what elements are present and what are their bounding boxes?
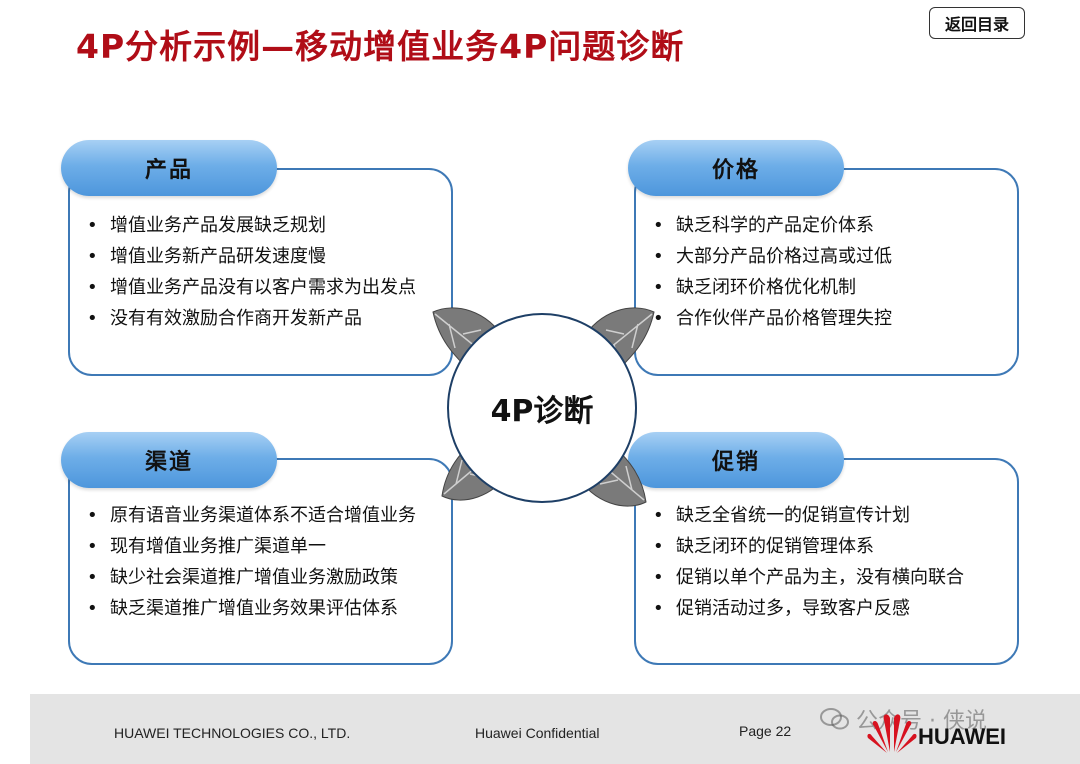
footer-company: HUAWEI TECHNOLOGIES CO., LTD.: [114, 725, 351, 741]
promotion-heading: 促销: [628, 432, 844, 488]
channel-box: 原有语音业务渠道体系不适合增值业务 现有增值业务推广渠道单一 缺少社会渠道推广增…: [68, 458, 453, 665]
price-heading: 价格: [628, 140, 844, 196]
footer-confidential: Huawei Confidential: [475, 725, 600, 741]
page-title: 4P分析示例—移动增值业务4P问题诊断: [76, 27, 685, 66]
list-item: 增值业务产品没有以客户需求为出发点: [70, 272, 451, 303]
wechat-icon: [820, 708, 849, 730]
huawei-logo-text: HUAWEI: [918, 724, 1006, 749]
list-item: 缺乏渠道推广增值业务效果评估体系: [70, 593, 451, 624]
page-number: Page 22: [739, 723, 792, 739]
list-item: 大部分产品价格过高或过低: [636, 241, 1017, 272]
product-box: 增值业务产品发展缺乏规划 增值业务新产品研发速度慢 增值业务产品没有以客户需求为…: [68, 168, 453, 376]
list-item: 缺乏闭环的促销管理体系: [636, 531, 1017, 562]
product-list: 增值业务产品发展缺乏规划 增值业务新产品研发速度慢 增值业务产品没有以客户需求为…: [70, 210, 451, 334]
list-item: 原有语音业务渠道体系不适合增值业务: [70, 500, 451, 531]
price-list: 缺乏科学的产品定价体系 大部分产品价格过高或过低 缺乏闭环价格优化机制 合作伙伴…: [636, 210, 1017, 334]
list-item: 促销活动过多，导致客户反感: [636, 593, 1017, 624]
footer: HUAWEI TECHNOLOGIES CO., LTD. Huawei Con…: [30, 694, 1080, 764]
channel-list: 原有语音业务渠道体系不适合增值业务 现有增值业务推广渠道单一 缺少社会渠道推广增…: [70, 500, 451, 624]
list-item: 增值业务新产品研发速度慢: [70, 241, 451, 272]
center-4p-diagnosis: 4P诊断: [447, 313, 637, 503]
list-item: 增值业务产品发展缺乏规划: [70, 210, 451, 241]
list-item: 缺乏科学的产品定价体系: [636, 210, 1017, 241]
list-item: 现有增值业务推广渠道单一: [70, 531, 451, 562]
huawei-logo-icon: [867, 714, 917, 753]
promotion-box: 缺乏全省统一的促销宣传计划 缺乏闭环的促销管理体系 促销以单个产品为主，没有横向…: [634, 458, 1019, 665]
price-box: 缺乏科学的产品定价体系 大部分产品价格过高或过低 缺乏闭环价格优化机制 合作伙伴…: [634, 168, 1019, 376]
list-item: 没有有效激励合作商开发新产品: [70, 303, 451, 334]
list-item: 合作伙伴产品价格管理失控: [636, 303, 1017, 334]
list-item: 缺乏全省统一的促销宣传计划: [636, 500, 1017, 531]
return-to-contents-button[interactable]: 返回目录: [929, 7, 1025, 39]
channel-heading: 渠道: [61, 432, 277, 488]
list-item: 缺少社会渠道推广增值业务激励政策: [70, 562, 451, 593]
list-item: 缺乏闭环价格优化机制: [636, 272, 1017, 303]
promotion-list: 缺乏全省统一的促销宣传计划 缺乏闭环的促销管理体系 促销以单个产品为主，没有横向…: [636, 500, 1017, 624]
list-item: 促销以单个产品为主，没有横向联合: [636, 562, 1017, 593]
product-heading: 产品: [61, 140, 277, 196]
